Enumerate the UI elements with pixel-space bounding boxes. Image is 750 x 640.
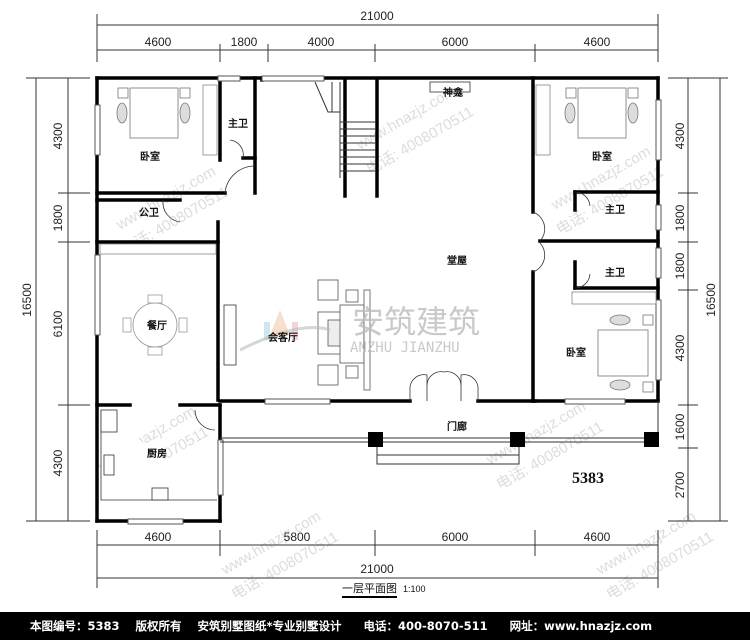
dim-right-total: 16500 bbox=[704, 283, 718, 317]
footer-drawing-no: 本图编号：5383 bbox=[30, 619, 120, 633]
room-label-shrine: 神龛 bbox=[443, 86, 464, 99]
brand-watermark-cn: 安筑建筑 bbox=[352, 303, 480, 341]
doors bbox=[162, 139, 591, 431]
room-label-reception: 会客厅 bbox=[268, 331, 298, 344]
staircase bbox=[314, 81, 376, 178]
footer-slogan: 安筑别墅图纸*专业别墅设计 bbox=[197, 619, 342, 633]
dim-bottom-total: 21000 bbox=[360, 562, 394, 576]
plan-number: 5383 bbox=[572, 470, 604, 487]
dim-bottom-seg-1: 4600 bbox=[145, 530, 172, 544]
room-label-master-bath-e2: 主卫 bbox=[605, 266, 625, 279]
footer-copyright: 版权所有 bbox=[135, 619, 182, 633]
drawing-scale: 1:100 bbox=[403, 584, 426, 594]
tv-cabinet bbox=[223, 304, 237, 366]
dim-bottom-seg-2: 5800 bbox=[284, 530, 311, 544]
footer-phone: 电话：400-8070-511 bbox=[363, 619, 488, 633]
footer-bar: 本图编号：5383 版权所有 安筑别墅图纸*专业别墅设计 电话：400-8070… bbox=[0, 612, 750, 640]
drawing-title: 一层平面图 1:100 bbox=[342, 580, 426, 598]
porch-columns bbox=[368, 432, 659, 447]
dim-left-seg-4: 4300 bbox=[51, 449, 65, 476]
left-dimension-lines bbox=[26, 77, 90, 522]
brand-watermark-en: ANZHU JIANZHU bbox=[350, 340, 460, 356]
drawing-title-text: 一层平面图 bbox=[342, 582, 397, 598]
room-label-kitchen: 厨房 bbox=[147, 447, 167, 460]
room-label-porch: 门廊 bbox=[447, 420, 467, 433]
footer-website[interactable]: 网址：www.hnazjz.com bbox=[509, 619, 653, 633]
kitchen-counter bbox=[100, 409, 217, 501]
bottom-dimension-lines bbox=[96, 530, 659, 588]
dim-top-total: 21000 bbox=[360, 9, 394, 23]
dim-left-seg-3: 6100 bbox=[51, 310, 65, 337]
dim-right-seg-3: 1800 bbox=[673, 252, 687, 279]
dim-top-seg-2: 1800 bbox=[231, 35, 258, 49]
sofa-set bbox=[317, 279, 371, 391]
dim-left-total: 16500 bbox=[20, 283, 34, 317]
dim-top-seg-1: 4600 bbox=[145, 35, 172, 49]
top-dimension-lines bbox=[96, 14, 659, 62]
bed-nw bbox=[116, 87, 191, 139]
porch bbox=[220, 401, 659, 465]
dim-bottom-seg-4: 4600 bbox=[584, 530, 611, 544]
dim-top-seg-4: 6000 bbox=[442, 35, 469, 49]
room-label-dining: 餐厅 bbox=[146, 319, 167, 332]
room-label-main-hall: 堂屋 bbox=[447, 254, 467, 267]
room-label-public-bath: 公卫 bbox=[139, 207, 159, 219]
room-label-bedroom-nw: 卧室 bbox=[140, 150, 160, 163]
dim-left-seg-1: 4300 bbox=[51, 122, 65, 149]
room-label-bedroom-se: 卧室 bbox=[566, 346, 586, 359]
dim-right-seg-6: 2700 bbox=[673, 471, 687, 498]
dim-top-seg-5: 4600 bbox=[584, 35, 611, 49]
dim-right-seg-5: 1600 bbox=[673, 413, 687, 440]
dim-right-seg-1: 4300 bbox=[673, 122, 687, 149]
dim-bottom-seg-3: 6000 bbox=[442, 530, 469, 544]
shrine-cabinet bbox=[429, 81, 471, 93]
room-label-master-bath-nw: 主卫 bbox=[228, 117, 248, 130]
wardrobes bbox=[99, 84, 657, 305]
bed-ne bbox=[564, 87, 639, 139]
brand-watermark: 安筑建筑 ANZHU JIANZHU bbox=[239, 303, 480, 356]
dim-top-seg-3: 4000 bbox=[308, 35, 335, 49]
room-label-master-bath-e1: 主卫 bbox=[605, 203, 625, 216]
right-dimension-lines bbox=[668, 77, 728, 522]
bed-se bbox=[597, 314, 654, 393]
dim-right-seg-2: 1800 bbox=[673, 204, 687, 231]
room-label-bedroom-ne: 卧室 bbox=[592, 150, 612, 163]
dining-table bbox=[122, 294, 188, 356]
windows bbox=[94, 75, 662, 525]
dim-left-seg-2: 1800 bbox=[51, 204, 65, 231]
dim-right-seg-4: 4300 bbox=[673, 334, 687, 361]
